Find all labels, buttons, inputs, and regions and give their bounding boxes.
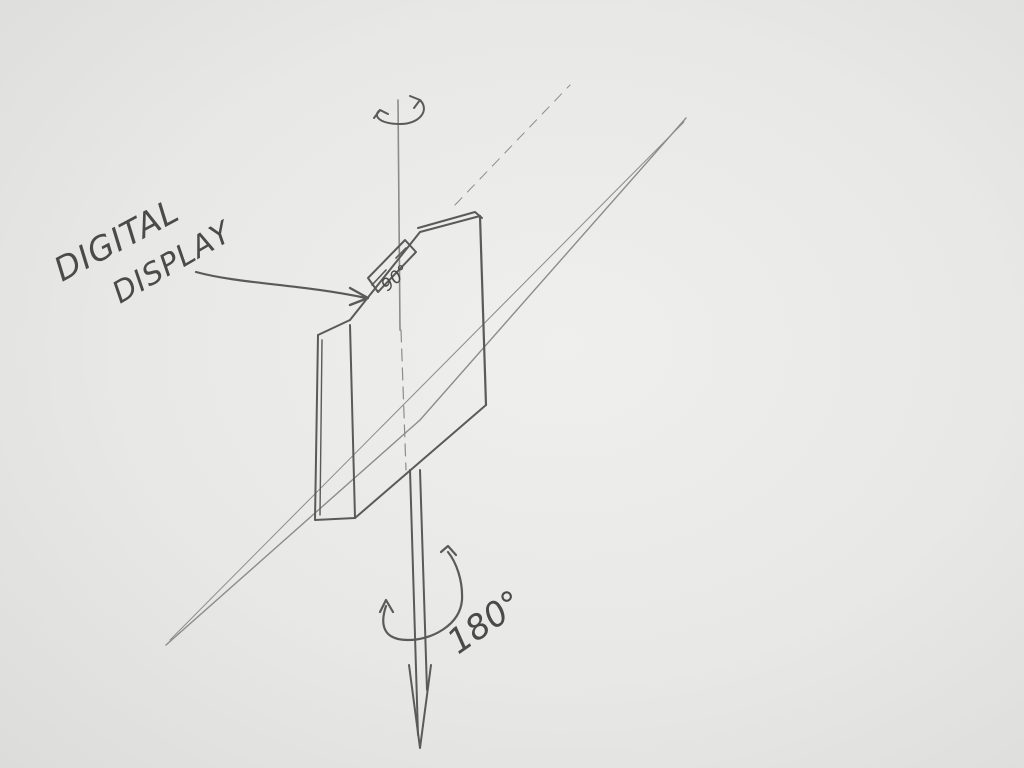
display-value: 90° [377,261,413,296]
curved-arrow-icon [378,544,464,642]
rotation-angle-label: 180° [440,583,530,663]
digital-display: 90° [367,239,417,296]
diagonal-axis-line [165,117,687,646]
construction-line [454,84,571,206]
curved-arrow-icon [373,95,425,125]
vertical-axis [397,99,432,749]
arrow-icon [194,270,370,307]
device-box [314,211,488,521]
